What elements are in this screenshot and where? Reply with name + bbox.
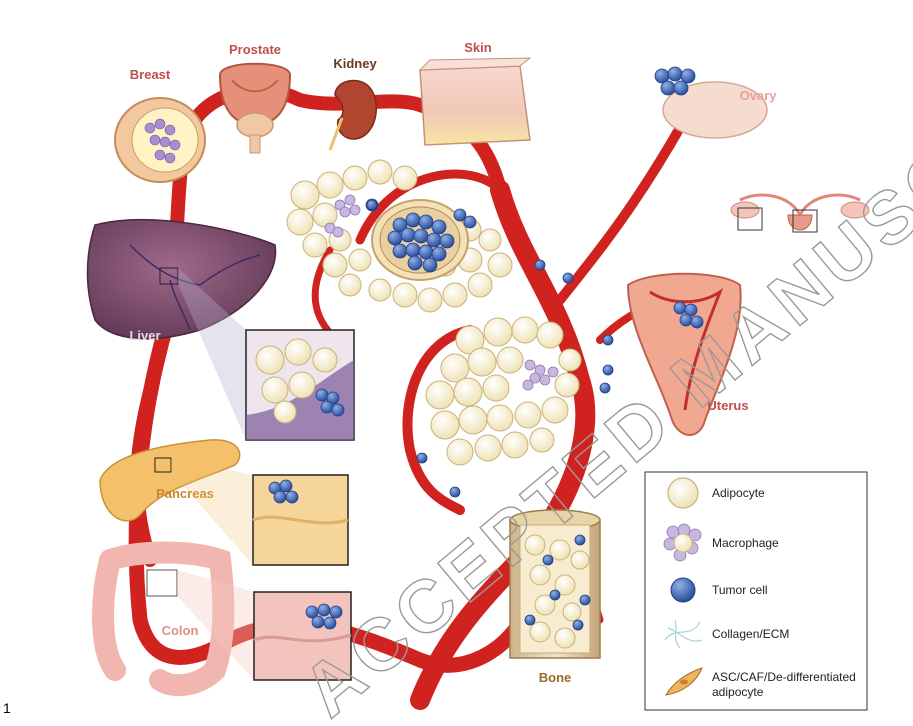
asc-caf-icon xyxy=(665,667,703,696)
legend-asc-caf-label-line2: adipocyte xyxy=(712,685,764,699)
legend-tumor-cell-label: Tumor cell xyxy=(712,583,768,597)
vessel-right-branch xyxy=(555,105,695,305)
prostate-label: Prostate xyxy=(229,42,281,57)
uterus-label: Uterus xyxy=(707,398,748,413)
legend-adipocyte-label: Adipocyte xyxy=(712,486,765,500)
vessel-inner-left xyxy=(402,325,475,515)
circulating-tumor-cells xyxy=(366,199,614,498)
pancreas-organ: Pancreas xyxy=(99,439,241,522)
uterus-organ: Uterus xyxy=(626,272,749,436)
pancreas-inset xyxy=(171,458,349,566)
liver-callout-box xyxy=(159,267,179,285)
vessel-central-trunk xyxy=(410,180,596,710)
macrophage-cluster-upper xyxy=(324,194,361,238)
bone-organ: Bone xyxy=(509,509,601,685)
ovary-callout-box xyxy=(737,207,763,231)
tumor-cell-icon xyxy=(670,577,696,603)
macrophage-icon xyxy=(663,523,702,562)
prostate-organ: Prostate xyxy=(218,42,292,154)
breast-organ: Breast xyxy=(114,67,206,183)
adipose-cluster-lower xyxy=(425,316,582,466)
skin-organ: Skin xyxy=(418,40,532,146)
page-number: 1 xyxy=(3,700,11,716)
adipocyte-icon xyxy=(667,477,699,509)
liver-inset xyxy=(178,268,355,441)
macrophage-cluster-lower xyxy=(522,359,559,391)
collagen-icon xyxy=(664,619,703,649)
colon-organ: Colon xyxy=(92,541,235,697)
tumor-nest-central xyxy=(365,198,477,281)
colon-inset xyxy=(177,570,352,681)
uterus-callout-box xyxy=(792,209,818,233)
ovary-organ: Ovary xyxy=(654,66,778,139)
pancreas-callout-box xyxy=(154,457,172,473)
liver-label: Liver xyxy=(129,328,160,343)
vessel-inner-upper xyxy=(355,169,505,245)
breast-label: Breast xyxy=(130,67,171,82)
bone-label: Bone xyxy=(539,670,572,685)
kidney-label: Kidney xyxy=(333,56,377,71)
legend-macrophage-label: Macrophage xyxy=(712,536,779,550)
legend: Adipocyte Macrophage Tumor cell Collagen… xyxy=(644,471,868,711)
liver-organ: Liver xyxy=(86,219,277,343)
pancreas-label: Pancreas xyxy=(156,486,214,501)
legend-collagen-label: Collagen/ECM xyxy=(712,627,789,641)
ovary-label: Ovary xyxy=(740,88,778,103)
skin-label: Skin xyxy=(464,40,492,55)
colon-callout-box xyxy=(146,569,178,597)
legend-asc-caf-label: ASC/CAF/De-differentiated xyxy=(712,670,856,684)
kidney-organ: Kidney xyxy=(328,56,377,151)
reproductive-overview xyxy=(730,193,870,233)
colon-label: Colon xyxy=(162,623,199,638)
